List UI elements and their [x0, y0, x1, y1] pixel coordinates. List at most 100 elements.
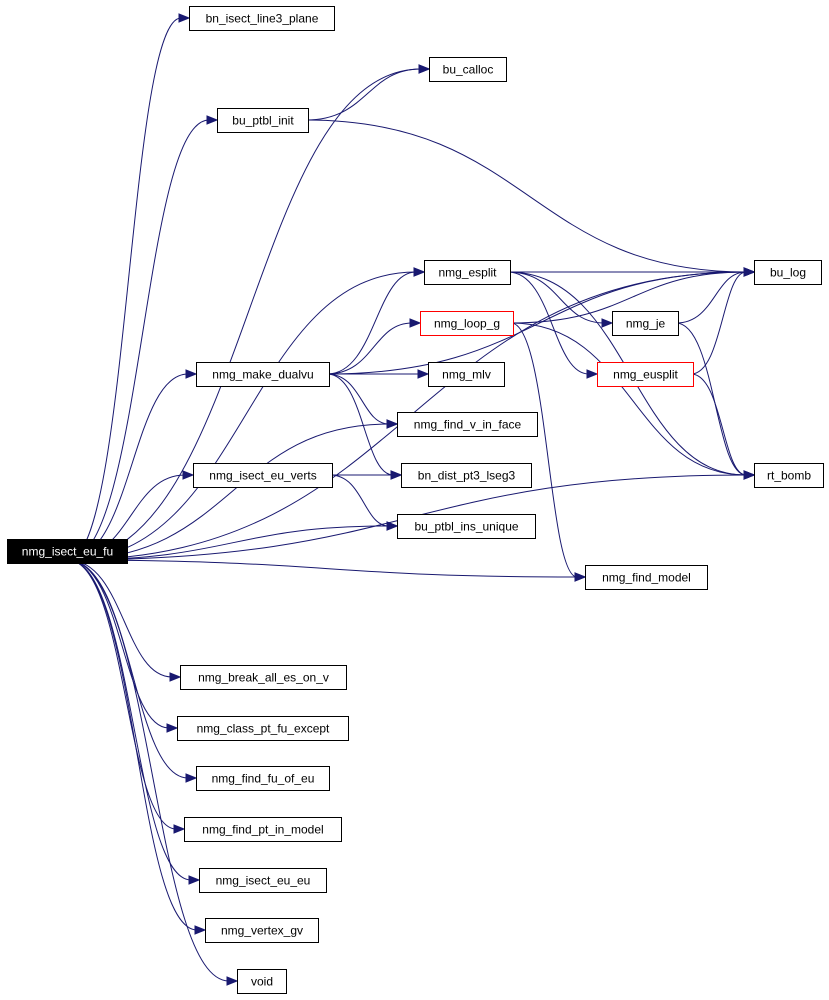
node-box-nmg-break-all-es-on-v	[180, 665, 347, 690]
edge-nmg_eusplit-to-rt_bomb	[690, 373, 747, 476]
arrowhead-nmg_isect_eu_fu-to-nmg_find_fu_of_eu	[185, 773, 198, 783]
node-label-bu-ptbl-ins-unique: bu_ptbl_ins_unique	[414, 520, 518, 534]
node-box-bu-log	[754, 260, 822, 285]
arrowhead-nmg_isect_eu_verts-to-bu_ptbl_ins_unique	[386, 521, 399, 531]
node-label-bu-ptbl-init: bu_ptbl_init	[232, 114, 294, 128]
arrowhead-nmg_esplit-to-nmg_je	[601, 318, 614, 328]
arrowhead-nmg_isect_eu_fu-to-nmg_find_pt_in_model	[173, 824, 186, 834]
edge-nmg_esplit-to-nmg_je	[507, 271, 605, 324]
edge-nmg_isect_eu_fu-to-nmg_vertex_gv	[67, 559, 198, 931]
node-box-rt-bomb	[754, 463, 824, 488]
edge-nmg_loop_g-to-rt_bomb	[510, 322, 747, 476]
node-label-nmg-je: nmg_je	[626, 317, 666, 331]
node-label-nmg-isect-eu-eu: nmg_isect_eu_eu	[216, 874, 311, 888]
node-box-nmg-class-pt-fu-except	[177, 716, 349, 741]
node-bn-dist-pt3-lseg3[interactable]: bn_dist_pt3_lseg3	[401, 463, 532, 488]
arrowhead-nmg_isect_eu_fu-to-void	[226, 976, 239, 986]
edge-nmg_loop_g-to-nmg_find_model	[510, 322, 578, 578]
node-label-bu-calloc: bu_calloc	[443, 63, 494, 77]
node-nmg-find-pt-in-model[interactable]: nmg_find_pt_in_model	[184, 817, 342, 842]
node-label-void: void	[251, 975, 273, 989]
edge-nmg_je-to-bu_log	[675, 271, 747, 324]
arrowhead-nmg_isect_eu_fu-to-nmg_isect_eu_verts	[182, 470, 195, 480]
node-box-nmg-find-model	[585, 565, 708, 590]
node-label-nmg-class-pt-fu-except: nmg_class_pt_fu_except	[197, 722, 330, 736]
call-graph-edges	[67, 13, 756, 986]
node-label-nmg-isect-eu-fu: nmg_isect_eu_fu	[22, 545, 113, 559]
arrowhead-nmg_isect_eu_fu-to-nmg_make_dualvu	[185, 369, 198, 379]
edge-nmg_eusplit-to-bu_log	[690, 271, 747, 375]
node-label-bu-log: bu_log	[770, 266, 806, 280]
edge-nmg_isect_eu_fu-to-bn_isect_line3_plane	[67, 17, 182, 561]
edge-nmg_isect_eu_fu-to-nmg_isect_eu_eu	[67, 559, 192, 881]
node-nmg-vertex-gv[interactable]: nmg_vertex_gv	[205, 918, 319, 943]
node-nmg-break-all-es-on-v[interactable]: nmg_break_all_es_on_v	[180, 665, 347, 690]
node-box-bu-ptbl-ins-unique	[397, 514, 536, 539]
edge-nmg_make_dualvu-to-bu_log	[326, 271, 747, 375]
edge-nmg_isect_eu_fu-to-nmg_esplit	[67, 271, 417, 561]
node-label-nmg-find-pt-in-model: nmg_find_pt_in_model	[202, 823, 323, 837]
node-nmg-isect-eu-verts[interactable]: nmg_isect_eu_verts	[193, 463, 333, 488]
node-rt-bomb[interactable]: rt_bomb	[754, 463, 824, 488]
node-box-nmg-make-dualvu	[196, 362, 330, 387]
node-nmg-isect-eu-eu[interactable]: nmg_isect_eu_eu	[199, 868, 327, 893]
node-box-bn-isect-line3-plane	[189, 6, 335, 31]
node-box-nmg-isect-eu-verts	[193, 463, 333, 488]
node-nmg-loop-g[interactable]: nmg_loop_g	[420, 311, 514, 336]
arrowhead-nmg_isect_eu_fu-to-nmg_break_all_es_on_v	[169, 672, 182, 682]
edge-nmg_isect_eu_fu-to-void	[67, 559, 230, 982]
node-bu-ptbl-ins-unique[interactable]: bu_ptbl_ins_unique	[397, 514, 536, 539]
node-label-nmg-eusplit: nmg_eusplit	[613, 368, 678, 382]
node-nmg-isect-eu-fu[interactable]: nmg_isect_eu_fu	[7, 539, 128, 564]
node-box-nmg-find-fu-of-eu	[196, 766, 330, 791]
node-box-bu-ptbl-init	[217, 108, 309, 133]
edge-nmg_isect_eu_fu-to-bu_calloc	[67, 68, 422, 561]
node-bu-calloc[interactable]: bu_calloc	[429, 57, 507, 82]
node-bn-isect-line3-plane[interactable]: bn_isect_line3_plane	[189, 6, 335, 31]
edge-nmg_isect_eu_fu-to-nmg_find_fu_of_eu	[67, 559, 189, 779]
node-box-nmg-isect-eu-fu	[7, 539, 128, 564]
arrowhead-nmg_isect_eu_fu-to-bn_isect_line3_plane	[178, 13, 191, 23]
node-box-nmg-find-pt-in-model	[184, 817, 342, 842]
node-nmg-find-model[interactable]: nmg_find_model	[585, 565, 708, 590]
node-nmg-find-v-in-face[interactable]: nmg_find_v_in_face	[397, 412, 538, 437]
edge-nmg_isect_eu_fu-to-nmg_break_all_es_on_v	[67, 559, 173, 678]
node-box-nmg-isect-eu-eu	[199, 868, 327, 893]
arrowhead-nmg_make_dualvu-to-nmg_loop_g	[409, 318, 422, 328]
node-label-nmg-find-fu-of-eu: nmg_find_fu_of_eu	[212, 772, 315, 786]
node-box-nmg-mlv	[428, 362, 505, 387]
node-label-rt-bomb: rt_bomb	[767, 469, 811, 483]
edge-nmg_make_dualvu-to-nmg_find_v_in_face	[326, 373, 390, 425]
node-box-nmg-loop-g	[420, 311, 514, 336]
edge-nmg_loop_g-to-bu_log	[510, 271, 747, 324]
node-nmg-make-dualvu[interactable]: nmg_make_dualvu	[196, 362, 330, 387]
node-nmg-class-pt-fu-except[interactable]: nmg_class_pt_fu_except	[177, 716, 349, 741]
node-label-nmg-mlv: nmg_mlv	[442, 368, 491, 382]
node-nmg-find-fu-of-eu[interactable]: nmg_find_fu_of_eu	[196, 766, 330, 791]
edge-bu_ptbl_init-to-bu_log	[305, 119, 747, 273]
arrowhead-nmg_isect_eu_verts-to-bn_dist_pt3_lseg3	[390, 470, 403, 480]
edge-bu_ptbl_init-to-bu_calloc	[305, 68, 422, 121]
edge-nmg_esplit-to-nmg_eusplit	[507, 271, 590, 375]
node-nmg-je[interactable]: nmg_je	[612, 311, 679, 336]
node-label-nmg-isect-eu-verts: nmg_isect_eu_verts	[209, 469, 316, 483]
edge-nmg_make_dualvu-to-bn_dist_pt3_lseg3	[326, 373, 394, 476]
node-label-nmg-esplit: nmg_esplit	[438, 266, 497, 280]
arrowhead-nmg_make_dualvu-to-nmg_esplit	[413, 267, 426, 277]
edge-nmg_isect_eu_fu-to-nmg_make_dualvu	[67, 373, 189, 561]
node-nmg-eusplit[interactable]: nmg_eusplit	[597, 362, 694, 387]
node-label-nmg-find-model: nmg_find_model	[602, 571, 691, 585]
node-void[interactable]: void	[237, 969, 287, 994]
node-label-nmg-loop-g: nmg_loop_g	[434, 317, 500, 331]
node-nmg-esplit[interactable]: nmg_esplit	[424, 260, 511, 285]
arrowhead-bu_ptbl_init-to-bu_calloc	[418, 64, 431, 74]
arrowhead-nmg_isect_eu_fu-to-bu_ptbl_init	[206, 115, 219, 125]
node-nmg-mlv[interactable]: nmg_mlv	[428, 362, 505, 387]
node-box-nmg-esplit	[424, 260, 511, 285]
node-label-nmg-break-all-es-on-v: nmg_break_all_es_on_v	[198, 671, 329, 685]
node-label-bn-isect-line3-plane: bn_isect_line3_plane	[206, 12, 319, 26]
node-bu-log[interactable]: bu_log	[754, 260, 822, 285]
node-bu-ptbl-init[interactable]: bu_ptbl_init	[217, 108, 309, 133]
arrowhead-nmg_make_dualvu-to-nmg_mlv	[417, 369, 430, 379]
